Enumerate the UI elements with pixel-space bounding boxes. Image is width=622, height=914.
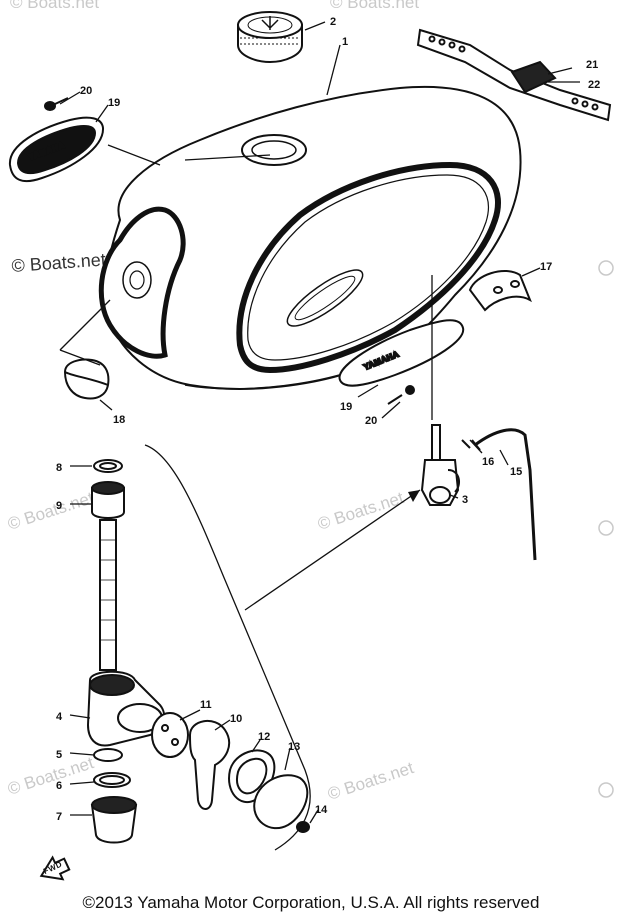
watermark-text: © Boats.net bbox=[315, 488, 406, 534]
callout-2: 2 bbox=[330, 16, 336, 28]
watermark-text: © Boats.net bbox=[330, 0, 419, 12]
fuel-tank bbox=[98, 85, 522, 390]
callout-20-lower: 20 bbox=[365, 415, 377, 427]
callout-numbers: 1 2 3 4 5 6 7 8 9 10 11 12 13 14 15 16 1… bbox=[56, 16, 600, 823]
tank-cushion-18 bbox=[63, 358, 110, 400]
watermark-text-dark: © Boats.net bbox=[11, 249, 106, 276]
callout-11: 11 bbox=[200, 699, 212, 711]
tank-cushion-17 bbox=[468, 270, 532, 312]
watermark-text: © Boats.net bbox=[5, 488, 96, 534]
arrow-head bbox=[408, 490, 420, 502]
callout-19-upper: 19 bbox=[108, 97, 120, 109]
callout-22: 22 bbox=[588, 79, 600, 91]
watermark-text: © Boats.net bbox=[10, 0, 99, 12]
callout-13: 13 bbox=[288, 741, 300, 753]
callout-16: 16 bbox=[482, 456, 494, 468]
watermark-copyright-mark bbox=[598, 260, 614, 276]
callout-5: 5 bbox=[56, 749, 62, 761]
fwd-indicator: FWD bbox=[39, 855, 71, 881]
callout-1: 1 bbox=[342, 36, 348, 48]
emblem-left: YAMAHA bbox=[8, 116, 105, 183]
callout-7: 7 bbox=[56, 811, 62, 823]
fuel-cap bbox=[237, 11, 303, 64]
callout-21: 21 bbox=[586, 59, 598, 71]
callout-19-lower: 19 bbox=[340, 401, 352, 413]
tank-strap bbox=[416, 28, 612, 122]
callout-4: 4 bbox=[56, 711, 63, 723]
callout-17: 17 bbox=[540, 261, 552, 273]
watermark-copyright-mark bbox=[598, 782, 614, 798]
screw-20-upper bbox=[44, 97, 69, 111]
callout-10: 10 bbox=[230, 713, 242, 725]
watermark-text: © Boats.net bbox=[5, 753, 96, 799]
callout-20-upper: 20 bbox=[80, 85, 92, 97]
callout-9: 9 bbox=[56, 500, 62, 512]
watermark-text: © Boats.net bbox=[325, 758, 416, 804]
leader-lines bbox=[59, 21, 580, 851]
callout-8: 8 bbox=[56, 462, 62, 474]
callout-3: 3 bbox=[462, 494, 468, 506]
callout-15: 15 bbox=[510, 466, 522, 478]
fuel-cock-exploded bbox=[86, 459, 310, 844]
fuel-cock-assembly bbox=[420, 424, 537, 561]
callout-6: 6 bbox=[56, 780, 62, 792]
copyright-notice: ©2013 Yamaha Motor Corporation, U.S.A. A… bbox=[82, 893, 540, 912]
watermark-copyright-mark bbox=[598, 520, 614, 536]
screw-20-lower bbox=[387, 385, 415, 405]
callout-14: 14 bbox=[315, 804, 328, 816]
callout-12: 12 bbox=[258, 731, 270, 743]
callout-18: 18 bbox=[113, 414, 125, 426]
